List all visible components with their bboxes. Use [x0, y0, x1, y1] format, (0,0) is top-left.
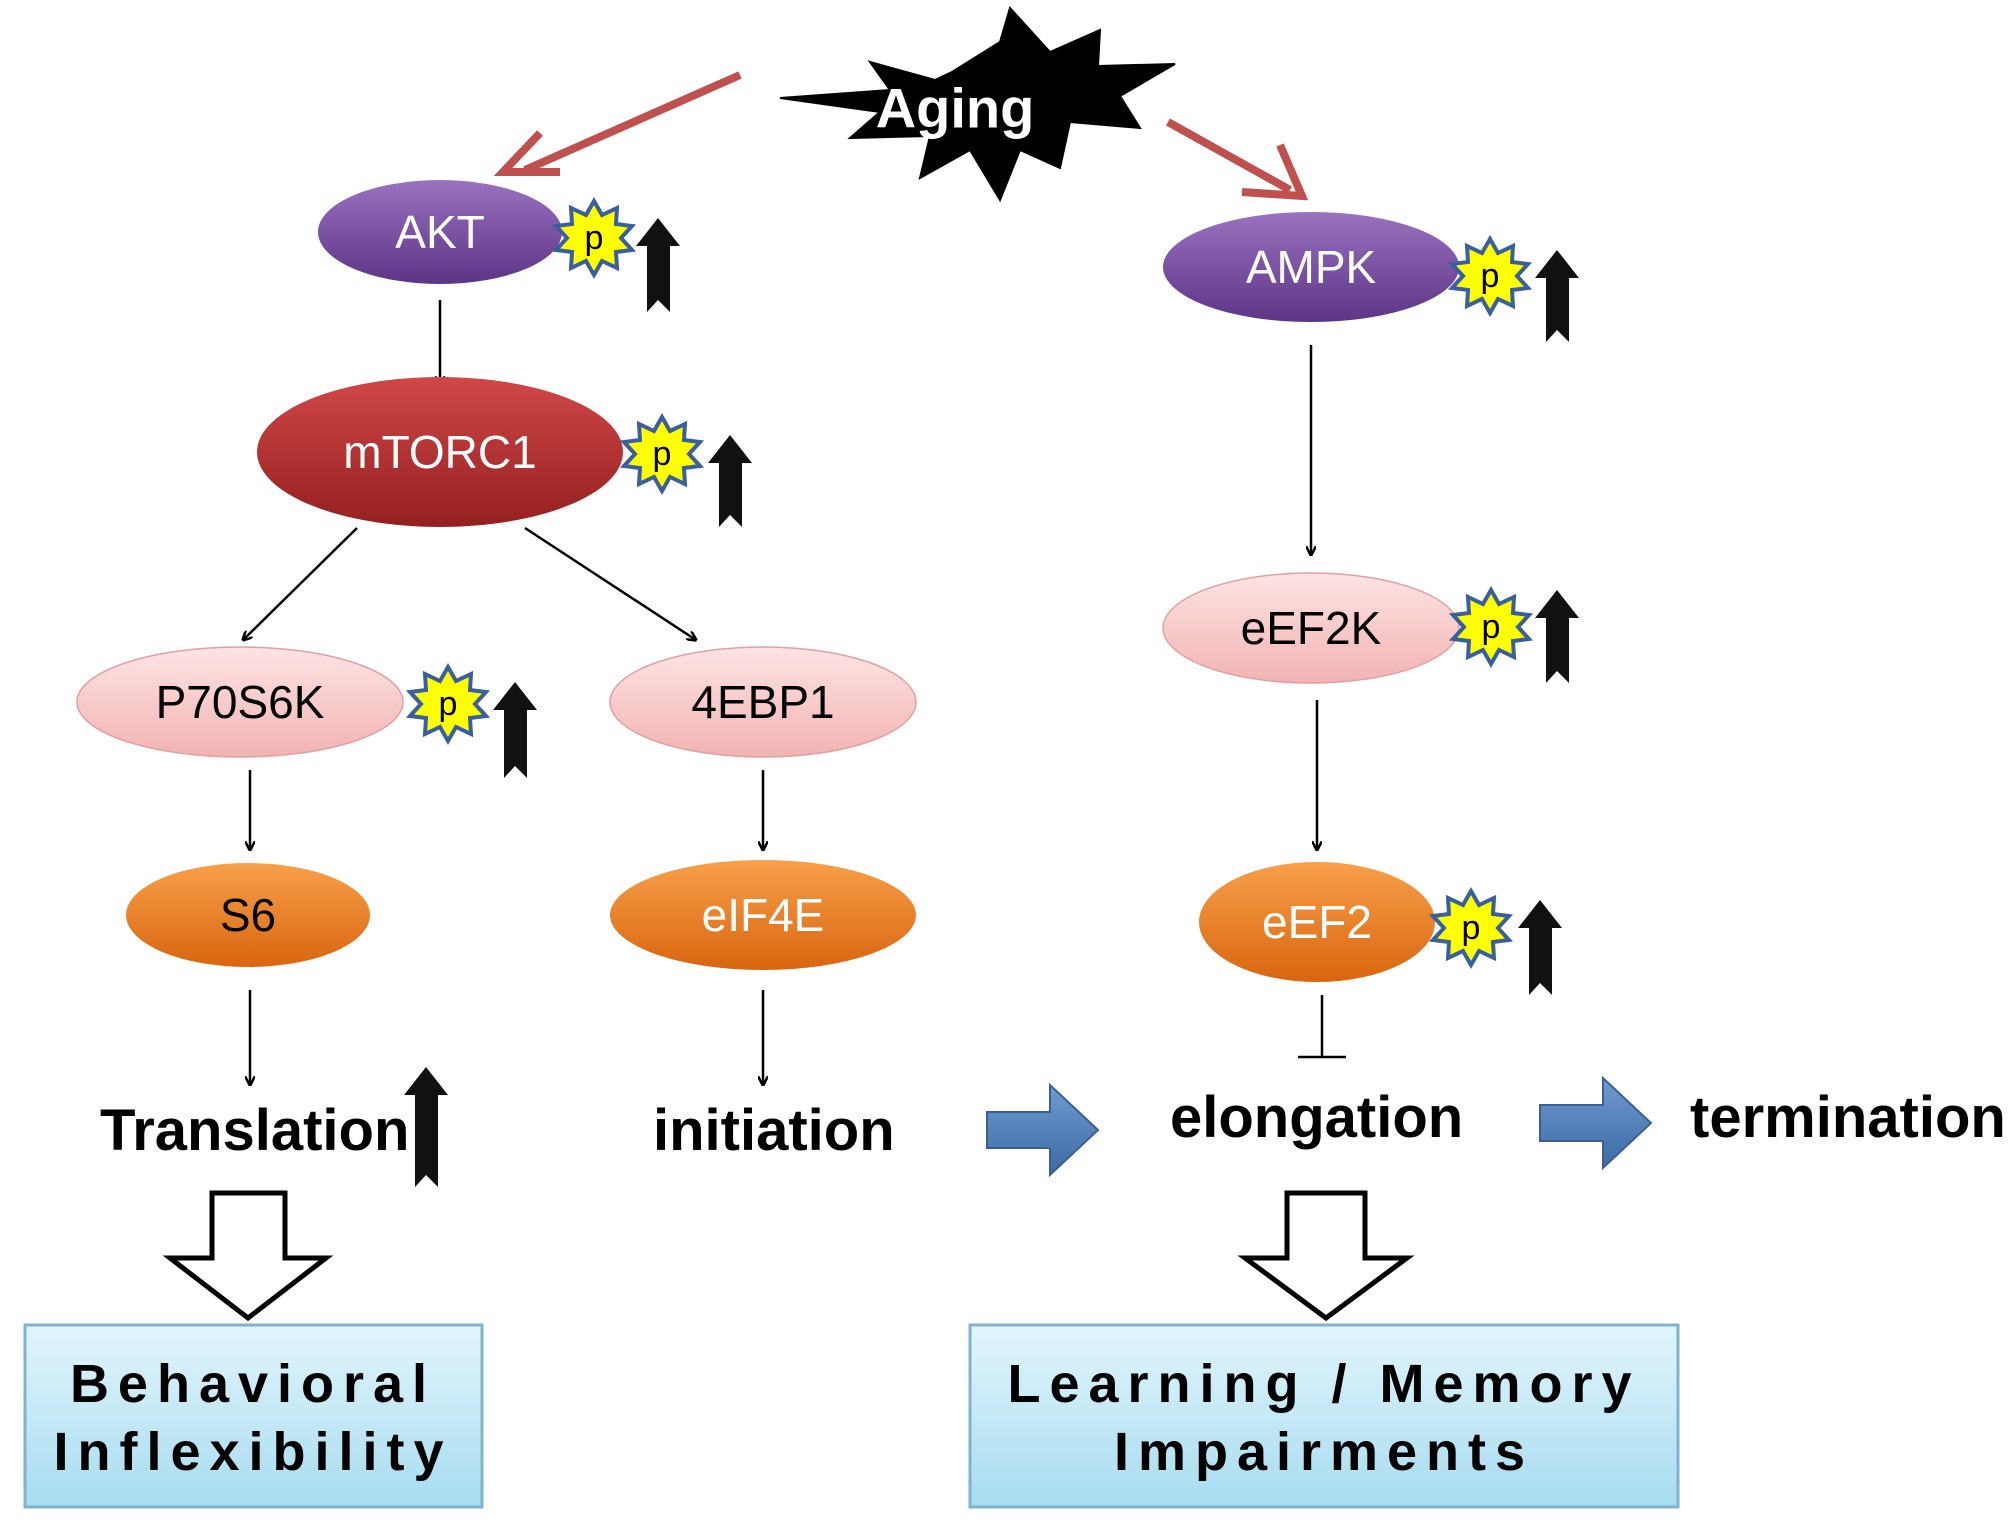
4ebp1-ellipse [609, 646, 917, 758]
behavioral-line2: Inflexibility [53, 1422, 452, 1482]
eef2k-ellipse [1162, 572, 1460, 684]
eef2k-label: eEF2K [1241, 602, 1382, 654]
4ebp1-label: 4EBP1 [691, 676, 834, 728]
eef2-phospho-badge: p [1428, 886, 1514, 970]
mtorc1-ellipse [257, 377, 623, 527]
eef2k-phospho-badge: p [1448, 585, 1534, 669]
node-akt: AKT [318, 180, 562, 284]
node-ampk: AMPK [1163, 212, 1459, 322]
translation-to-outcome-arrow [162, 1190, 334, 1322]
aging-starburst: Aging [779, 6, 1176, 203]
akt-label: AKT [395, 206, 484, 258]
node-eef2k: eEF2K [1162, 572, 1460, 684]
phospho-badges: p p p p p p [405, 196, 1534, 970]
aging-to-akt-arrowhead [493, 130, 560, 176]
aging-to-akt-arrow [523, 71, 742, 174]
s6-label: S6 [220, 889, 276, 941]
ampk-increase-arrow-icon [1535, 250, 1579, 342]
behavioral-box-rect [23, 1323, 484, 1509]
eif4e-label: eIF4E [702, 889, 825, 941]
eef2k-increase-arrow-icon [1535, 590, 1579, 683]
phospho-star-icon [1428, 886, 1514, 970]
p-label: p [1462, 909, 1481, 947]
increase-arrows [404, 218, 1579, 1187]
termination-label: termination [1690, 1085, 2006, 1150]
memory-line1: Learning / Memory [1007, 1354, 1640, 1414]
node-eef2: eEF2 [1199, 862, 1435, 982]
mtorc1-label: mTORC1 [343, 426, 536, 478]
aging-to-ampk-arrowhead [1241, 143, 1309, 201]
node-mtorc1: mTORC1 [257, 377, 623, 527]
aging-to-ampk-arrow [1166, 118, 1292, 194]
akt-increase-arrow-icon [636, 218, 680, 312]
mtorc1-phospho-badge: p [619, 412, 705, 496]
p70s6k-phospho-badge: p [405, 662, 491, 746]
signaling-arrows [243, 300, 1346, 1085]
akt-phospho-badge: p [551, 196, 637, 280]
aging-burst-shape [779, 6, 1176, 203]
p-label: p [1482, 608, 1501, 646]
akt-ellipse [318, 180, 562, 284]
eif4e-ellipse [610, 860, 916, 970]
memory-line2: Impairments [1114, 1422, 1534, 1482]
phospho-star-icon [551, 196, 637, 280]
memory-box-rect [968, 1323, 1680, 1509]
p70s6k-ellipse [76, 646, 404, 758]
translation-increase-arrow-icon [404, 1067, 448, 1187]
elongation-label: elongation [1170, 1085, 1463, 1150]
mtorc1-to-p70s6k-arrow [243, 527, 358, 640]
phospho-star-icon [405, 662, 491, 746]
translation-label: Translation [100, 1098, 409, 1163]
eef2-increase-arrow-icon [1518, 900, 1562, 995]
ampk-ellipse [1163, 212, 1459, 322]
mtorc1-increase-arrow-icon [708, 435, 752, 527]
aging-arrows [493, 71, 1309, 201]
mtorc1-to-4ebp1-arrow [524, 526, 696, 640]
outcome-behavioral-box: Behavioral Inflexibility [23, 1323, 484, 1509]
ampk-phospho-badge: p [1447, 234, 1533, 318]
phospho-star-icon [1447, 234, 1533, 318]
p-label: p [1481, 257, 1500, 295]
p-label: p [585, 219, 604, 257]
p70s6k-increase-arrow-icon [493, 682, 537, 778]
node-4ebp1: 4EBP1 [609, 646, 917, 758]
behavioral-line1: Behavioral [70, 1354, 436, 1414]
node-p70s6k: P70S6K [76, 646, 404, 758]
outcome-memory-box: Learning / Memory Impairments [968, 1323, 1680, 1509]
phospho-star-icon [1448, 585, 1534, 669]
eef2-label: eEF2 [1262, 896, 1372, 948]
s6-ellipse [126, 863, 370, 967]
p-label: p [653, 435, 672, 473]
phospho-star-icon [619, 412, 705, 496]
initiation-label: initiation [653, 1098, 895, 1163]
node-eif4e: eIF4E [610, 860, 916, 970]
node-s6: S6 [126, 863, 370, 967]
elongation-to-termination-arrow [1539, 1075, 1653, 1171]
initiation-to-elongation-arrow [986, 1082, 1100, 1178]
p-label: p [439, 685, 458, 723]
aging-label: Aging [876, 77, 1035, 140]
eef2-ellipse [1199, 862, 1435, 982]
ampk-label: AMPK [1246, 241, 1377, 293]
elongation-to-outcome-arrow [1237, 1190, 1415, 1322]
p70s6k-label: P70S6K [156, 676, 325, 728]
